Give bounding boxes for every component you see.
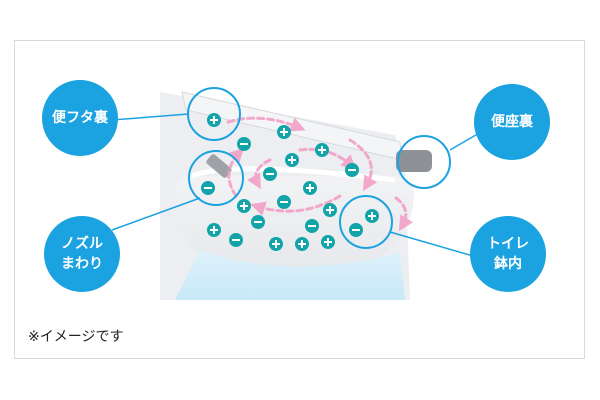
plus-ion-icon (321, 235, 335, 249)
minus-ion-icon (305, 219, 319, 233)
connector-nozzle (111, 197, 201, 231)
airflow-arrow-icon (298, 147, 357, 171)
minus-ion-icon (263, 167, 277, 181)
minus-ion-icon (201, 181, 215, 195)
label-nozzle-area: ノズル まわり (44, 216, 120, 292)
plus-ion-icon (303, 181, 317, 195)
nozzle-shape (206, 154, 232, 178)
minus-ion-icon (277, 195, 291, 209)
seat-edge (396, 150, 432, 172)
focus-ring-nozzle (188, 150, 244, 206)
water-area (175, 250, 405, 300)
focus-ring-bowl (339, 195, 393, 249)
label-seat-back: 便座裏 (474, 84, 550, 160)
toilet-rim (191, 166, 396, 183)
minus-ion-icon (251, 215, 265, 229)
plus-ion-icon (277, 125, 291, 139)
focus-rings (187, 87, 451, 249)
minus-ion-icon (237, 137, 251, 151)
minus-ion-icon (229, 233, 243, 247)
connector-lid (111, 113, 189, 121)
plus-ion-icon (315, 143, 329, 157)
minus-ion-icon (349, 223, 363, 237)
airflow-arrow-icon (250, 194, 342, 216)
ions (201, 113, 379, 251)
plus-ion-icon (285, 153, 299, 167)
focus-ring-seat (397, 135, 451, 189)
plus-ion-icon (269, 237, 283, 251)
image-note: ※イメージです (28, 329, 124, 345)
label-toilet-bowl: トイレ 鉢内 (470, 216, 546, 292)
airflow-arrows (226, 116, 414, 232)
airflow-arrow-icon (247, 158, 272, 190)
airflow-arrow-icon (227, 147, 245, 198)
toilet-illustration (160, 91, 432, 300)
plus-ion-icon (365, 209, 379, 223)
minus-ion-icon (345, 163, 359, 177)
plus-ion-icon (323, 203, 337, 217)
plus-ion-icon (295, 237, 309, 251)
plus-ion-icon (237, 199, 251, 213)
airflow-arrow-icon (226, 116, 306, 132)
connector-bowl (389, 231, 481, 259)
airflow-arrow-icon (348, 138, 378, 192)
plus-ion-icon (207, 223, 221, 237)
toilet-bowl (176, 176, 414, 272)
airflow-arrow-icon (394, 196, 414, 232)
label-toilet-lid-back: 便フタ裏 (42, 80, 118, 156)
plus-ion-icon (207, 113, 221, 127)
